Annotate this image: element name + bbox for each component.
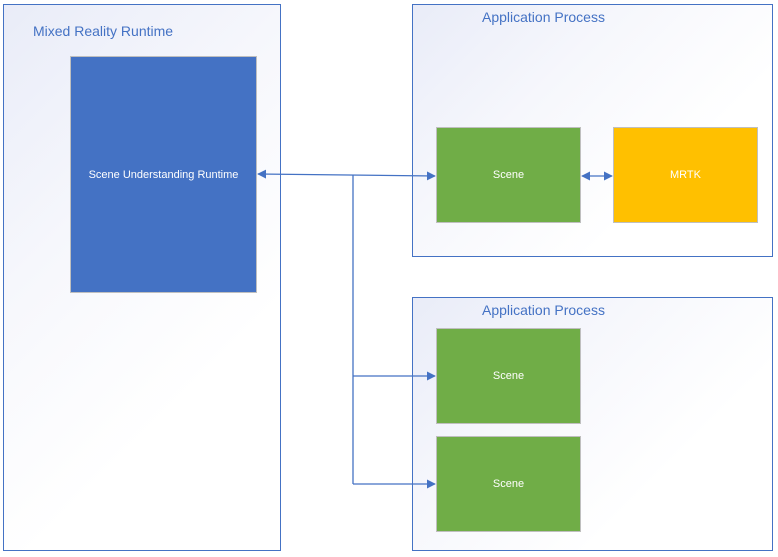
scene-box-1: Scene [436,127,581,223]
application-process-title-1: Application Process [482,9,605,25]
mixed-reality-runtime-title: Mixed Reality Runtime [33,23,174,39]
connector-runtime-scene1 [257,169,436,181]
scene-label-2: Scene [492,370,525,382]
scene-box-2: Scene [436,328,581,424]
scene-understanding-runtime-label: Scene Understanding Runtime [88,168,239,181]
scene-box-3: Scene [436,436,581,532]
scene-understanding-runtime-box: Scene Understanding Runtime [70,56,257,293]
scene-label-3: Scene [492,478,525,490]
application-process-title-2: Application Process [482,302,605,318]
mrtk-box: MRTK [613,127,758,223]
mrtk-label: MRTK [670,169,701,181]
scene-label-1: Scene [492,169,525,181]
